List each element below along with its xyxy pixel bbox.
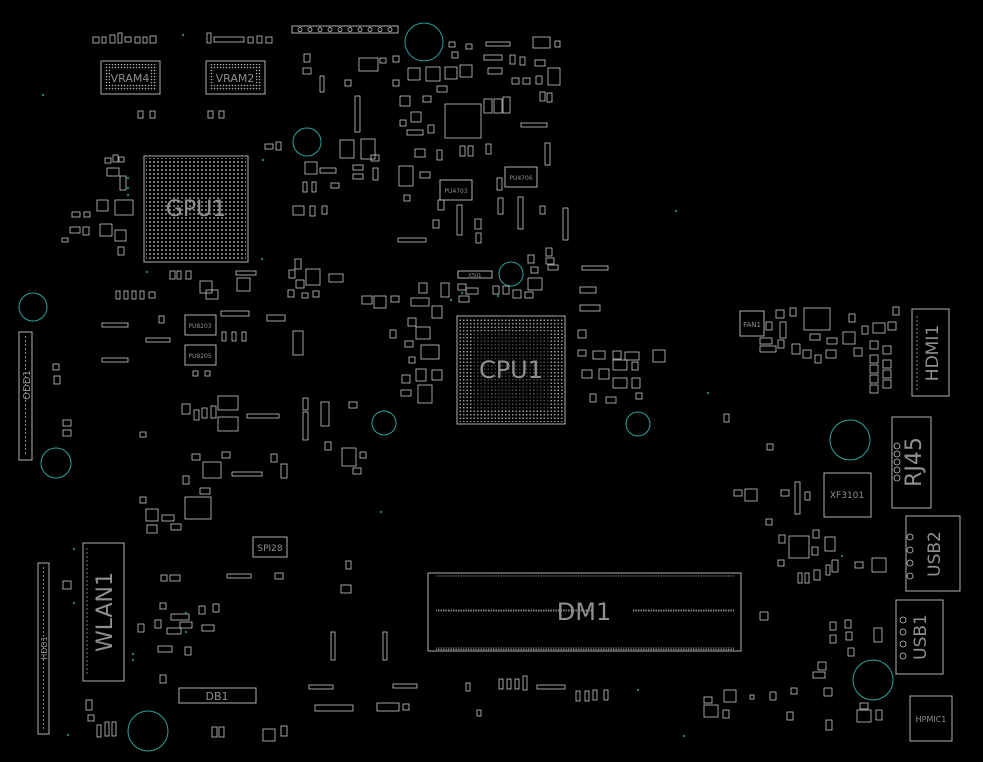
odd1-connector[interactable]: ODD1 bbox=[18, 331, 33, 461]
pu8205-chip[interactable]: PU8205 bbox=[184, 344, 217, 366]
hpmic1-label: HPMIC1 bbox=[916, 715, 947, 724]
vram4-label: VRAM4 bbox=[111, 72, 150, 85]
rj45-label: RJ45 bbox=[902, 437, 927, 487]
usb1-label: USB1 bbox=[911, 614, 931, 660]
cpu1-chip[interactable]: CPU1 bbox=[456, 315, 566, 425]
pu8203-chip[interactable]: PU8203 bbox=[184, 314, 217, 336]
dm1-memory-slot[interactable]: DM1 bbox=[427, 572, 742, 652]
vram2-chip[interactable]: VRAM2 bbox=[205, 60, 266, 95]
gpu1-label: GPU1 bbox=[166, 197, 226, 222]
mounting-holes bbox=[18, 22, 894, 752]
hdd1-label: HDD1 bbox=[40, 636, 49, 659]
dm1-label: DM1 bbox=[557, 598, 611, 626]
pu4706-label: PU4706 bbox=[509, 175, 532, 182]
usb1-port[interactable]: USB1 bbox=[895, 599, 944, 675]
odd1-label: ODD1 bbox=[22, 370, 33, 400]
rj45-port[interactable]: RJ45 bbox=[891, 416, 932, 509]
usb2-label: USB2 bbox=[925, 531, 945, 577]
vram4-chip[interactable]: VRAM4 bbox=[100, 60, 161, 95]
x501-label: X501 bbox=[469, 273, 482, 279]
wlan1-label: WLAN1 bbox=[93, 572, 118, 652]
top-connector bbox=[291, 25, 399, 34]
cpu1-label: CPU1 bbox=[479, 356, 543, 384]
fan1-connector[interactable]: FAN1 bbox=[739, 310, 765, 337]
db1-label: DB1 bbox=[205, 690, 228, 703]
hdmi1-label: HDMI1 bbox=[923, 325, 943, 381]
fan1-label: FAN1 bbox=[743, 321, 761, 329]
gpu1-chip[interactable]: GPU1 bbox=[143, 155, 249, 263]
pu4706-chip[interactable]: PU4706 bbox=[504, 166, 538, 188]
pu4703-chip[interactable]: PU4703 bbox=[439, 179, 473, 201]
db1-connector[interactable]: DB1 bbox=[178, 687, 257, 704]
pu4703-label: PU4703 bbox=[444, 188, 467, 195]
pu8203-label: PU8203 bbox=[188, 323, 211, 330]
pu8205-label: PU8205 bbox=[188, 353, 211, 360]
usb2-port[interactable]: USB2 bbox=[905, 515, 961, 592]
hdmi1-port[interactable]: HDMI1 bbox=[911, 308, 950, 397]
xf3101-transformer[interactable]: XF3101 bbox=[823, 472, 872, 518]
xf3101-label: XF3101 bbox=[830, 491, 864, 501]
hdd1-connector[interactable]: HDD1 bbox=[37, 562, 50, 735]
hpmic1-jack[interactable]: HPMIC1 bbox=[909, 695, 953, 742]
via-dots bbox=[41, 33, 844, 738]
passive-components bbox=[52, 32, 900, 742]
wlan1-card-slot[interactable]: WLAN1 bbox=[82, 542, 125, 682]
vram2-label: VRAM2 bbox=[216, 72, 255, 85]
spi28-chip[interactable]: SPI28 bbox=[252, 536, 288, 558]
x501-crystal[interactable]: X501 bbox=[457, 270, 493, 279]
spi28-label: SPI28 bbox=[257, 544, 283, 554]
